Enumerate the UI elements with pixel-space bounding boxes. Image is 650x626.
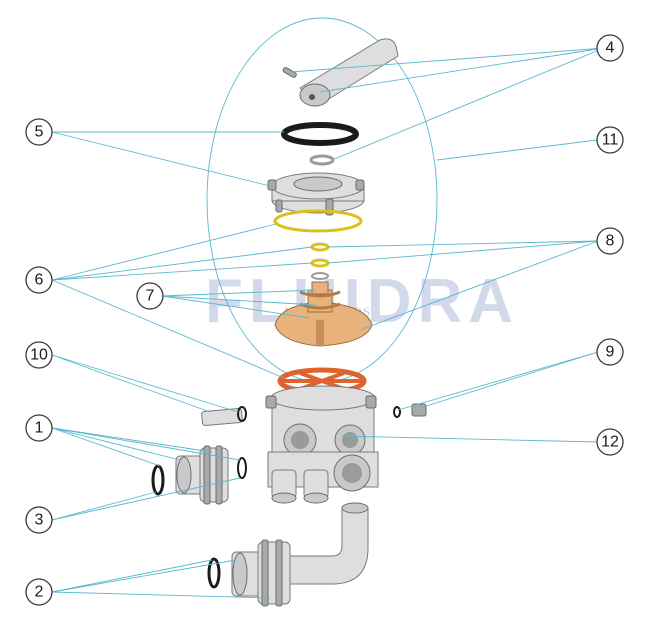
drain-plug: [393, 403, 427, 418]
callout-5: 5: [25, 118, 53, 146]
o-ring-small-1: [310, 242, 330, 252]
elbow-union: [207, 502, 369, 607]
callout-12-label: 12: [601, 434, 619, 451]
valve-body: [265, 385, 379, 504]
callout-4: 4: [596, 34, 624, 62]
callout-9: 9: [596, 338, 624, 366]
washer-small: [311, 272, 329, 280]
callout-6-label: 6: [35, 272, 44, 289]
threaded-nipple: [201, 406, 247, 426]
o-ring-small-2: [310, 258, 330, 268]
callout-7-label: 7: [146, 288, 155, 305]
callout-4-label: 4: [606, 40, 615, 57]
callout-8-label: 8: [606, 233, 615, 250]
callout-10-label: 10: [30, 347, 48, 364]
callout-2-label: 2: [35, 584, 44, 601]
callout-3-label: 3: [35, 512, 44, 529]
callout-1: 1: [25, 414, 53, 442]
callout-7: 7: [136, 282, 164, 310]
callout-2: 2: [25, 578, 53, 606]
callout-6: 6: [25, 266, 53, 294]
handle-lever: [282, 38, 399, 107]
washer: [309, 154, 335, 166]
callout-12: 12: [596, 428, 624, 456]
callout-11-label: 11: [602, 132, 619, 149]
callout-11: 11: [596, 126, 624, 154]
flat-gasket: [281, 122, 359, 146]
o-ring-large: [273, 209, 363, 233]
leader-lines: [51, 47, 605, 599]
callout-5-label: 5: [35, 124, 44, 141]
callout-9-label: 9: [606, 344, 615, 361]
callout-1-label: 1: [35, 420, 44, 437]
callout-10: 10: [25, 341, 53, 369]
valve-cover: [267, 172, 365, 216]
callout-8: 8: [596, 227, 624, 255]
rotor: [274, 281, 373, 347]
union-connector: [151, 445, 247, 505]
callout-3: 3: [25, 506, 53, 534]
